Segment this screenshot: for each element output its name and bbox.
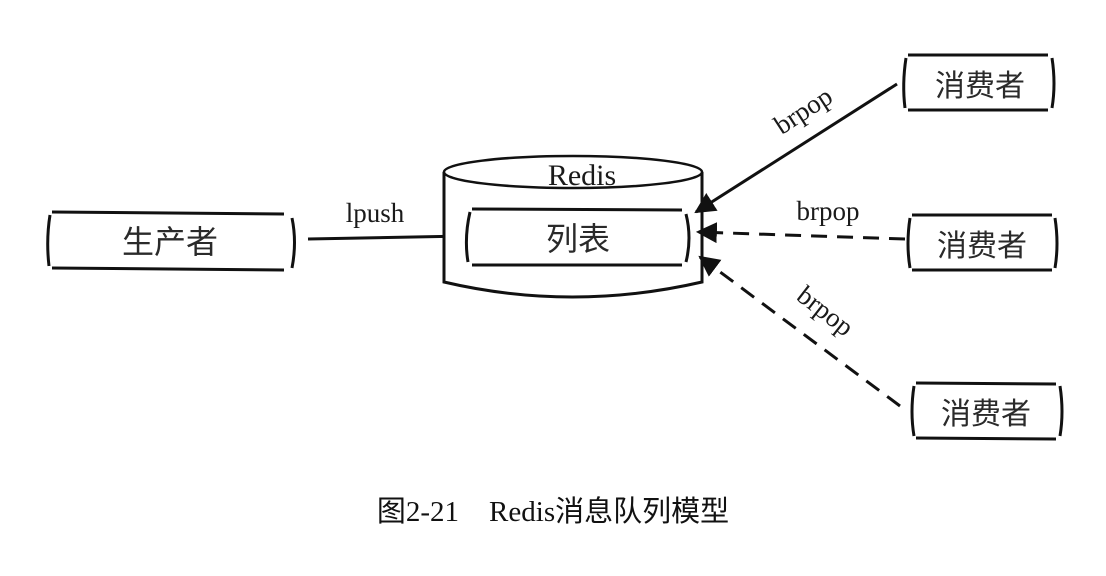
brpop-edge-3: brpop bbox=[698, 255, 901, 408]
consumer-node-3: 消费者 bbox=[910, 381, 1064, 441]
figure-number: 图2-21 bbox=[376, 496, 460, 528]
figure-title: Redis消息队列模型 bbox=[489, 496, 730, 528]
consumer-node-2: 消费者 bbox=[906, 213, 1059, 272]
brpop-label-2: brpop bbox=[797, 196, 860, 226]
consumer-label-3: 消费者 bbox=[941, 397, 1031, 432]
lpush-edge: lpush bbox=[307, 198, 469, 247]
lpush-label: lpush bbox=[346, 198, 405, 228]
consumer-node-1: 消费者 bbox=[902, 53, 1056, 112]
redis-label: Redis bbox=[548, 159, 616, 192]
list-label: 列表 bbox=[546, 220, 610, 258]
consumer-label-2: 消费者 bbox=[937, 229, 1027, 264]
figure-caption: 图2-21 Redis消息队列模型 bbox=[0, 488, 1106, 530]
producer-node: 生产者 bbox=[46, 210, 296, 272]
producer-label: 生产者 bbox=[122, 223, 218, 261]
brpop-edge-1: brpop bbox=[694, 81, 898, 214]
brpop-label-3: brpop bbox=[791, 280, 859, 342]
brpop-label-1: brpop bbox=[769, 81, 838, 140]
consumer-label-1: 消费者 bbox=[935, 69, 1025, 104]
brpop-edge-2: brpop bbox=[695, 196, 906, 244]
list-node: 列表 bbox=[464, 207, 691, 267]
